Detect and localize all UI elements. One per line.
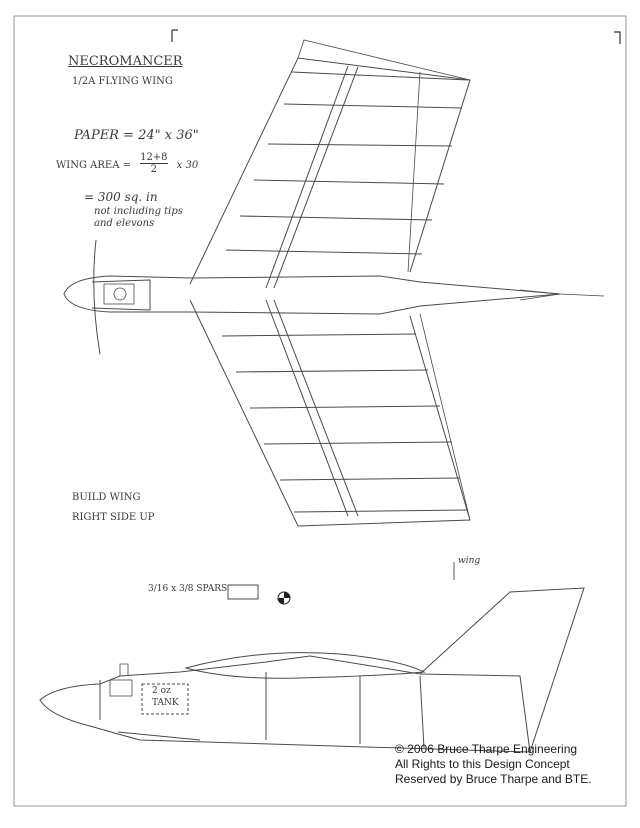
copyright-line1: © 2006 Bruce Tharpe Engineering	[395, 742, 578, 756]
top-view-wing	[189, 39, 471, 527]
paper-size-note: PAPER = 24" x 36"	[74, 128, 199, 143]
registration-mark-right	[614, 31, 621, 44]
spar-size-note: 3/16 x 3/8 SPARS	[148, 584, 228, 594]
cg-symbol	[277, 591, 291, 605]
tank-label-line1: 2 oz	[152, 686, 171, 696]
wing-area-result: = 300 sq. in	[84, 190, 158, 204]
sheet-border	[13, 15, 627, 807]
propeller-top-view	[93, 239, 101, 355]
wing-area-numerator: 12+8	[140, 152, 168, 164]
copyright-line3: Reserved by Bruce Tharpe and BTE.	[395, 772, 592, 786]
wing-area-denominator: 2	[150, 164, 157, 175]
wing-area-note: WING AREA = 12+8 2 x 30	[56, 152, 198, 175]
wing-area-fraction: 12+8 2	[140, 152, 168, 175]
side-view-fuselage	[39, 587, 585, 753]
plan-title: NECROMANCER	[68, 54, 183, 69]
copyright-line2: All Rights to this Design Concept	[395, 757, 570, 771]
wing-area-multiplier: x 30	[176, 160, 199, 171]
build-note-line1: BUILD WING	[72, 492, 141, 503]
copyright-block: © 2006 Bruce Tharpe Engineering All Righ…	[395, 742, 592, 787]
build-note-line2: RIGHT SIDE UP	[72, 512, 155, 523]
wing-area-exclusion-line2: and elevons	[94, 218, 155, 229]
wing-area-label: WING AREA =	[56, 160, 131, 171]
wing-area-exclusion-line1: not including tips	[94, 206, 183, 217]
plan-subtitle: 1/2A FLYING WING	[72, 76, 173, 87]
tank-label-line2: TANK	[152, 698, 179, 708]
wing-centerline-label: wing	[458, 556, 481, 566]
top-view-fuselage	[63, 275, 605, 315]
spar-section	[227, 584, 259, 600]
registration-mark-left	[171, 29, 178, 42]
